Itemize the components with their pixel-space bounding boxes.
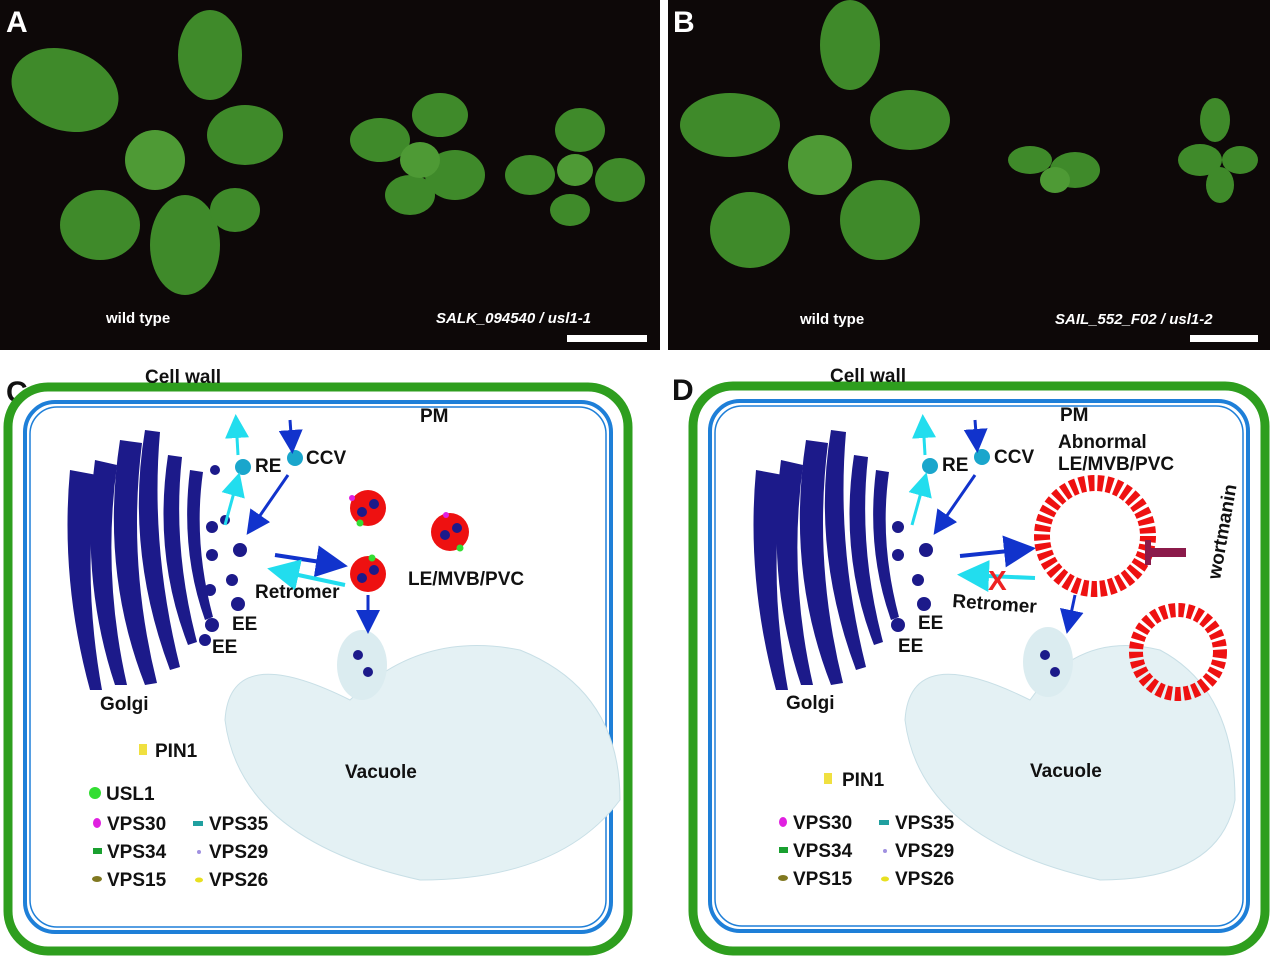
panel-letter-a: A — [6, 6, 28, 39]
label-golgi-d: Golgi — [786, 693, 835, 714]
mvb-normal — [349, 490, 469, 592]
vps26-icon — [195, 877, 203, 883]
label-le-mvb-pvc: LE/MVB/PVC — [408, 569, 524, 590]
label-cell-wall-d: Cell wall — [830, 366, 906, 387]
legend-pin1: PIN1 — [155, 741, 198, 762]
abnormal-mvb-large — [1034, 475, 1156, 597]
label-vacuole: Vacuole — [345, 762, 417, 783]
label-retromer-d: Retromer — [952, 591, 1038, 618]
early-endosomes-d — [891, 521, 933, 632]
panel-d-diagram: D Cell wall PM Vacuole RE CCV Abnormal L… — [672, 366, 1270, 956]
label-abnormal: Abnormal — [1058, 432, 1147, 453]
golgi-stacks — [67, 430, 230, 690]
legend-vps29: VPS29 — [209, 842, 268, 863]
label-cell-wall: Cell wall — [145, 367, 221, 388]
vacuole — [224, 645, 621, 881]
vps30-icon-d — [779, 817, 787, 827]
re-vesicle-d — [922, 458, 938, 474]
cell-wall — [3, 382, 633, 956]
label-vacuole-d: Vacuole — [1030, 761, 1102, 782]
mutant-plant-b1 — [1008, 146, 1100, 193]
re-vesicle — [235, 459, 251, 475]
label-retromer: Retromer — [255, 582, 340, 603]
legend-usl1: USL1 — [106, 784, 155, 805]
cell-wall-d — [688, 381, 1270, 956]
label-wortmanin: wortmanin — [1204, 483, 1242, 582]
panel-b-photo: B wild type SAIL_552_F02 / usl1-2 — [668, 0, 1270, 350]
panel-letter-d: D — [672, 374, 694, 407]
scale-bar-b — [1190, 335, 1258, 342]
caption-mutant-a: SALK_094540 / usl1-1 — [436, 310, 591, 327]
vps34-icon — [93, 848, 102, 854]
pin1-icon-d — [824, 773, 832, 784]
vps35-icon — [193, 821, 203, 826]
scale-bar-a — [567, 335, 647, 342]
usl1-icon — [89, 787, 101, 799]
legend-vps15-d: VPS15 — [793, 869, 853, 890]
legend-vps34: VPS34 — [107, 842, 167, 863]
wild-type-plant-b — [680, 0, 950, 268]
vps29-icon — [197, 850, 201, 854]
abnormal-mvb-small — [1129, 603, 1227, 701]
mutant-plant-2 — [505, 108, 645, 226]
label-golgi: Golgi — [100, 694, 149, 715]
blocked-x-icon: X — [988, 565, 1007, 596]
ccv-vesicle — [287, 450, 303, 466]
panel-c-diagram: C Cell wall PM Vacuole RE CCV — [3, 367, 633, 956]
wild-type-plant — [11, 10, 283, 295]
label-re: RE — [255, 456, 281, 477]
vps35-icon-d — [879, 820, 889, 825]
label-ccv-d: CCV — [994, 447, 1034, 468]
legend-vps35-d: VPS35 — [895, 813, 955, 834]
vacuole-fusing-vesicle — [337, 630, 387, 700]
legend-vps29-d: VPS29 — [895, 841, 954, 862]
mutant-plant-b2 — [1178, 98, 1258, 203]
golgi-stacks-d — [753, 430, 899, 690]
label-re-d: RE — [942, 455, 968, 476]
legend-vps30-d: VPS30 — [793, 813, 852, 834]
label-le-mvb-pvc-d: LE/MVB/PVC — [1058, 454, 1174, 475]
label-pm: PM — [420, 406, 449, 427]
inhibition-bar — [1146, 548, 1186, 557]
vacuole-d — [904, 645, 1236, 881]
label-ee-1-d: EE — [918, 613, 943, 634]
legend-vps26: VPS26 — [209, 870, 268, 891]
legend-vps30: VPS30 — [107, 814, 166, 835]
legend-vps35: VPS35 — [209, 814, 269, 835]
mutant-plant-1 — [350, 93, 485, 215]
vps30-icon — [93, 818, 101, 828]
label-ee-1: EE — [232, 614, 257, 635]
caption-mutant-b: SAIL_552_F02 / usl1-2 — [1055, 311, 1213, 328]
label-pm-d: PM — [1060, 405, 1089, 426]
legend-pin1-d: PIN1 — [842, 770, 885, 791]
ccv-vesicle-d — [974, 449, 990, 465]
legend-c: PIN1 USL1 VPS30 VPS34 VPS15 VPS35 VPS29 … — [89, 741, 269, 891]
panel-a-photo: A wild type SALK_094540 / usl1-1 — [0, 0, 660, 350]
vps29-icon-d — [883, 849, 887, 853]
vps34-icon-d — [779, 847, 788, 853]
plasma-membrane — [23, 400, 613, 934]
vps15-icon-d — [778, 875, 788, 881]
legend-vps15: VPS15 — [107, 870, 167, 891]
caption-wild-type-a: wild type — [105, 310, 170, 327]
panel-letter-b: B — [673, 6, 695, 39]
pin1-icon — [139, 744, 147, 755]
legend-vps26-d: VPS26 — [895, 869, 954, 890]
label-ee-2: EE — [212, 637, 237, 658]
vps26-icon-d — [881, 876, 889, 882]
legend-d: PIN1 VPS30 VPS34 VPS15 VPS35 VPS29 VPS26 — [778, 770, 955, 890]
vps15-icon — [92, 876, 102, 882]
label-ccv: CCV — [306, 448, 346, 469]
legend-vps34-d: VPS34 — [793, 841, 853, 862]
label-ee-2-d: EE — [898, 636, 923, 657]
plasma-membrane-d — [708, 399, 1250, 933]
early-endosomes — [205, 521, 247, 632]
caption-wild-type-b: wild type — [799, 311, 864, 328]
